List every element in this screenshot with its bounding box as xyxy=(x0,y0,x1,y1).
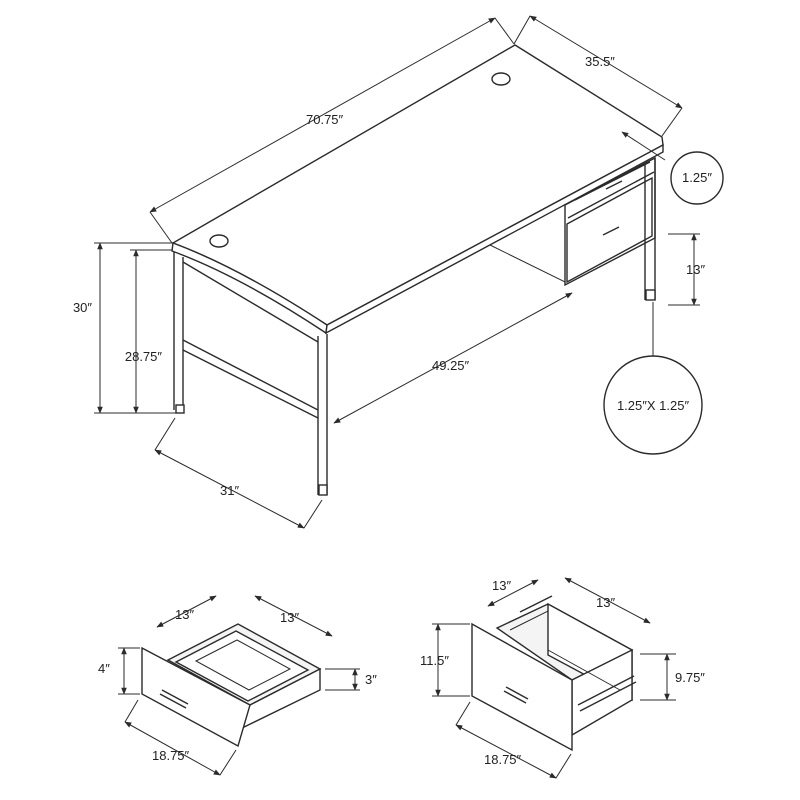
dim-height: 30″ xyxy=(73,242,176,414)
dim-clearance: 28.75″ xyxy=(125,249,172,414)
dim-depth: 35.5″ xyxy=(513,15,683,137)
large-drawer-depth-label: 13″ xyxy=(596,595,615,610)
leg-span-label: 31″ xyxy=(220,483,239,498)
leg-size-callout-circle xyxy=(603,355,703,455)
top-thickness-callout-circle xyxy=(670,151,724,205)
height-label: 30″ xyxy=(73,300,92,315)
depth-label: 35.5″ xyxy=(585,54,615,69)
small-drawer-front-height-label: 4″ xyxy=(98,661,110,676)
large-drawer-drawing: 13″ 13″ 11.5″ 9.75″ 18.75″ xyxy=(420,577,705,779)
knee-width-label: 49.25″ xyxy=(432,358,470,373)
small-drawer-front xyxy=(141,646,251,748)
small-drawer-front-width-label: 18.75″ xyxy=(152,748,190,763)
width-label: 70.75″ xyxy=(306,112,344,127)
grommet-left-icon xyxy=(209,234,229,248)
large-drawer-front-height-label: 11.5″ xyxy=(420,653,449,668)
small-drawer-inner-height-label: 3″ xyxy=(365,672,377,687)
small-drawer-drawing: 13″ 13″ 4″ 3″ 18.75″ xyxy=(98,595,377,776)
pedestal-height-label: 13″ xyxy=(686,262,705,277)
large-drawer-width-label: 13″ xyxy=(492,578,511,593)
top-thickness-label: 1.25″ xyxy=(682,170,712,185)
callout-leg-size: 1.25″X 1.25″ xyxy=(603,302,703,455)
desk-drawing: 70.75″ 35.5″ 1.25″ 13″ 1.25″X 1.25″ xyxy=(73,15,724,529)
callout-top-thickness: 1.25″ xyxy=(621,131,724,205)
dim-knee-width: 49.25″ xyxy=(333,292,573,424)
dim-pedestal-height: 13″ xyxy=(668,233,705,306)
small-drawer-depth-label: 13″ xyxy=(280,610,299,625)
dim-width: 70.75″ xyxy=(149,17,515,244)
grommet-right-icon xyxy=(491,72,511,86)
desk-left-frame xyxy=(173,252,328,496)
leg-size-label: 1.25″X 1.25″ xyxy=(617,398,689,413)
large-drawer-inner-height-label: 9.75″ xyxy=(675,670,705,685)
dim-leg-span: 31″ xyxy=(154,417,323,529)
large-drawer-front xyxy=(471,622,573,752)
desk-pedestal xyxy=(564,156,656,301)
large-drawer-front-width-label: 18.75″ xyxy=(484,752,522,767)
clearance-label: 28.75″ xyxy=(125,349,163,364)
small-drawer-width-label: 13″ xyxy=(175,607,194,622)
